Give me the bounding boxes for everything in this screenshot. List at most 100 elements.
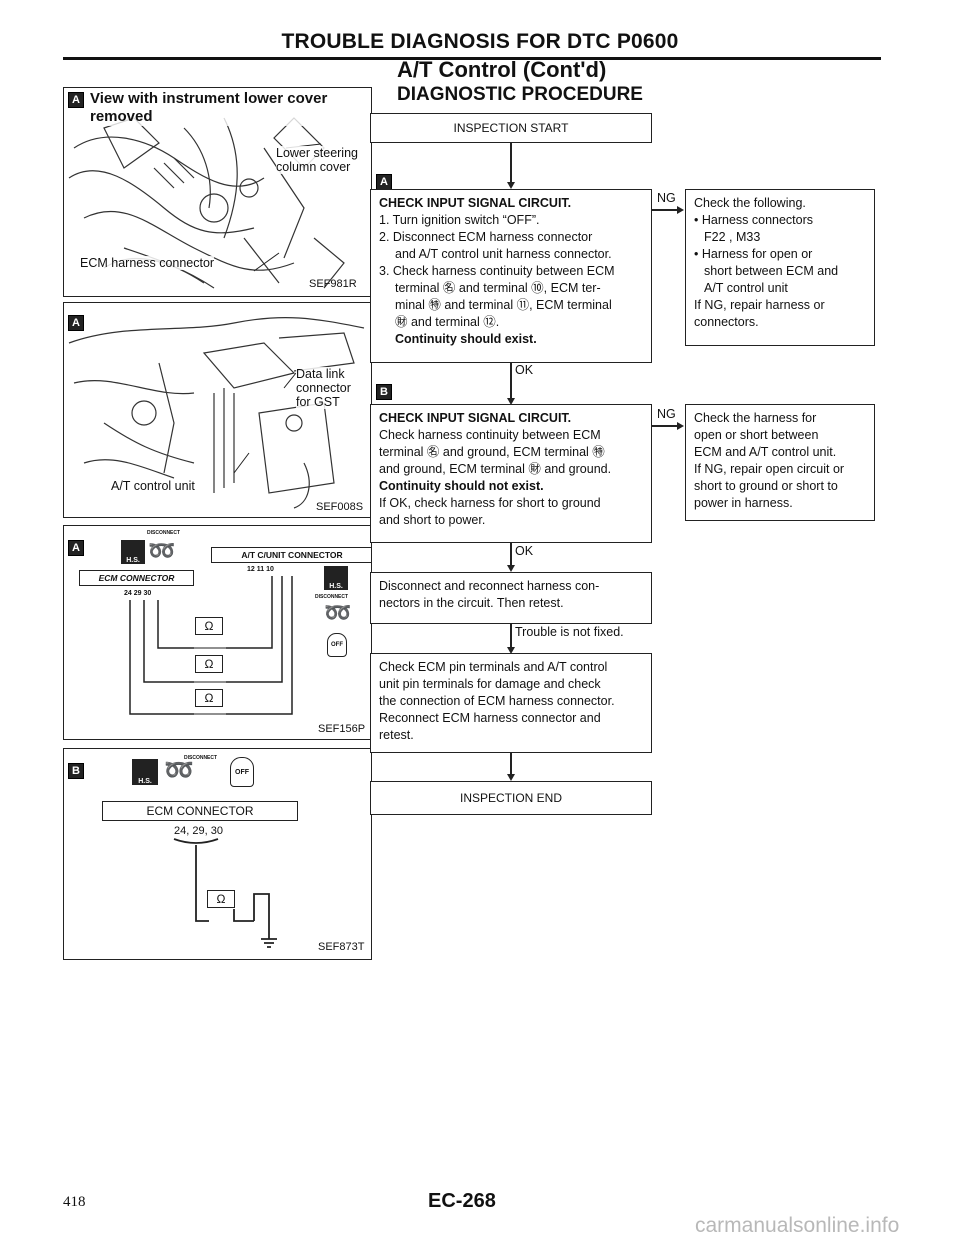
arrow-down-icon (507, 182, 515, 189)
connector-plug-icon: ➿ (164, 757, 194, 784)
page-subtitle: A/T Control (Cont'd) (397, 57, 607, 82)
arrow-down-icon (507, 647, 515, 654)
reconnect-retest-box: Disconnect and reconnect harness con- ne… (370, 572, 652, 624)
connector-line (652, 209, 678, 211)
ohmmeter-icon: Ω (207, 890, 235, 908)
disconnect-label: DISCONNECT (315, 594, 349, 600)
disconnect-label: DISCONNECT (147, 530, 181, 536)
ohmmeter-icon: Ω (195, 655, 223, 673)
ng-line: ECM and A/T control unit. (694, 445, 837, 459)
arrow-right-icon (677, 206, 684, 214)
step-line: Check ECM pin terminals and A/T control (379, 660, 608, 674)
figure-tag-b: B (68, 763, 84, 779)
connector-line (510, 543, 512, 566)
inspection-end-label: INSPECTION END (459, 791, 562, 805)
ng-line: If NG, repair harness or (694, 298, 825, 312)
ng-line: A/T control unit (704, 281, 788, 295)
ng-line: power in harness. (694, 496, 793, 510)
arrow-down-icon (507, 774, 515, 781)
ok-label: OK (515, 363, 534, 377)
arrow-right-icon (677, 422, 684, 430)
inspection-start-label: INSPECTION START (453, 121, 569, 135)
page-title: TROUBLE DIAGNOSIS FOR DTC P0600 (281, 30, 679, 53)
hs-icon: H.S. (132, 759, 158, 785)
connector-plug-icon: ➿ (148, 538, 176, 563)
step-line: If OK, check harness for short to ground (379, 496, 601, 510)
ng1-action-box: Check the following. • Harness connector… (685, 189, 875, 346)
step-line: nectors in the circuit. Then retest. (379, 596, 564, 610)
ignition-off-icon: OFF (230, 757, 254, 787)
ng-label: NG (657, 407, 676, 421)
step-line: 3. Check harness continuity between ECM (379, 264, 615, 278)
step-line: ㊖ and terminal ⑫. (395, 315, 500, 329)
step-line: and A/T control unit harness connector. (395, 247, 612, 261)
figure-tag-a: A (68, 92, 84, 108)
ignition-off-icon: OFF (327, 633, 347, 657)
figure-dlc-view: A Data link connector for GST A/T contro… (63, 302, 372, 518)
inspection-end-box: INSPECTION END (370, 781, 652, 815)
dlc-label: Data link connector for GST (296, 367, 366, 409)
step-line: terminal ㊔ and ground, ECM terminal ㊕ (379, 445, 605, 459)
ng-line: Check the following. (694, 196, 806, 210)
step-heading: CHECK INPUT SIGNAL CIRCUIT. (379, 196, 572, 210)
ok-label: OK (515, 544, 534, 558)
figure-tag-a: A (68, 315, 84, 331)
step-line: retest. (379, 728, 414, 742)
connector-line (510, 753, 512, 775)
step-tag-a: A (376, 174, 392, 190)
step-tag-b: B (376, 384, 392, 400)
watermark: carmanualsonline.info (695, 1214, 900, 1237)
figure-instrument-view: A View with instrument lower cover remov… (63, 87, 372, 297)
connector-line (652, 425, 678, 427)
ng2-action-box: Check the harness for open or short betw… (685, 404, 875, 521)
ohmmeter-icon: Ω (195, 689, 223, 707)
step-line: Check harness continuity between ECM (379, 428, 601, 442)
dash-illustration (68, 316, 365, 509)
figure-continuity-check-a: A H.S. DISCONNECT ➿ A/T C/UNIT CONNECTOR… (63, 525, 372, 740)
figure-ref: SEF008S (316, 501, 364, 513)
section-heading: DIAGNOSTIC PROCEDURE (397, 84, 643, 105)
atcu-pins: 12 11 10 (247, 566, 274, 573)
ecm-harness-label: ECM harness connector (80, 256, 215, 270)
connector-codes: F22 , M33 (704, 230, 761, 244)
atcu-label: A/T control unit (111, 479, 195, 493)
atcu-connector-label: A/T C/UNIT CONNECTOR (211, 547, 371, 563)
ng-line: open or short between (694, 428, 819, 442)
step-line: Disconnect and reconnect harness con- (379, 579, 600, 593)
steering-cover-label: Lower steering column cover (276, 146, 366, 174)
ng-line: • Harness connectors (694, 213, 814, 227)
figure-continuity-check-b: B H.S. DISCONNECT ➿ OFF ECM CONNECTOR 24… (63, 748, 372, 960)
hs-icon: H.S. (324, 566, 348, 590)
step-line: unit pin terminals for damage and check (379, 677, 601, 691)
check-input-signal-ground-box: CHECK INPUT SIGNAL CIRCUIT. Check harnes… (370, 404, 652, 543)
ng-line: short between ECM and (704, 264, 839, 278)
ohmmeter-icon: Ω (195, 617, 223, 635)
step-result: Continuity should exist. (395, 332, 537, 346)
ecm-connector-label: ECM CONNECTOR (102, 801, 298, 821)
hs-icon: H.S. (121, 540, 145, 564)
figure-caption: View with instrument lower cover removed (90, 90, 355, 126)
connector-line (510, 363, 512, 399)
figure-ref: SEF873T (318, 941, 365, 953)
ng-line: connectors. (694, 315, 759, 329)
ecm-connector-label: ECM CONNECTOR (79, 570, 194, 586)
ecm-pins: 24 29 30 (124, 590, 152, 597)
ng-line: short to ground or short to (694, 479, 838, 493)
connector-plug-icon: ➿ (324, 600, 352, 625)
figure-tag-a: A (68, 540, 84, 556)
page-code: EC-268 (428, 1190, 496, 1212)
figure-ref: SEF981R (309, 278, 357, 290)
title-rule (63, 57, 881, 60)
step-line: and short to power. (379, 513, 486, 527)
page-number: 418 (63, 1194, 86, 1210)
ground-wiring-diagram (173, 838, 277, 948)
check-pin-terminals-box: Check ECM pin terminals and A/T control … (370, 653, 652, 753)
step-line: terminal ㊔ and terminal ⑩, ECM ter- (395, 281, 601, 295)
connector-line (510, 624, 512, 648)
ng-line: Check the harness for (694, 411, 817, 425)
wiring-diagram (129, 576, 293, 715)
trouble-not-fixed-label: Trouble is not fixed. (515, 625, 624, 639)
check-input-signal-circuit-box: CHECK INPUT SIGNAL CIRCUIT. 1. Turn igni… (370, 189, 652, 363)
step-line: and ground, ECM terminal ㊖ and ground. (379, 462, 612, 476)
step-result: Continuity should not exist. (379, 479, 544, 493)
